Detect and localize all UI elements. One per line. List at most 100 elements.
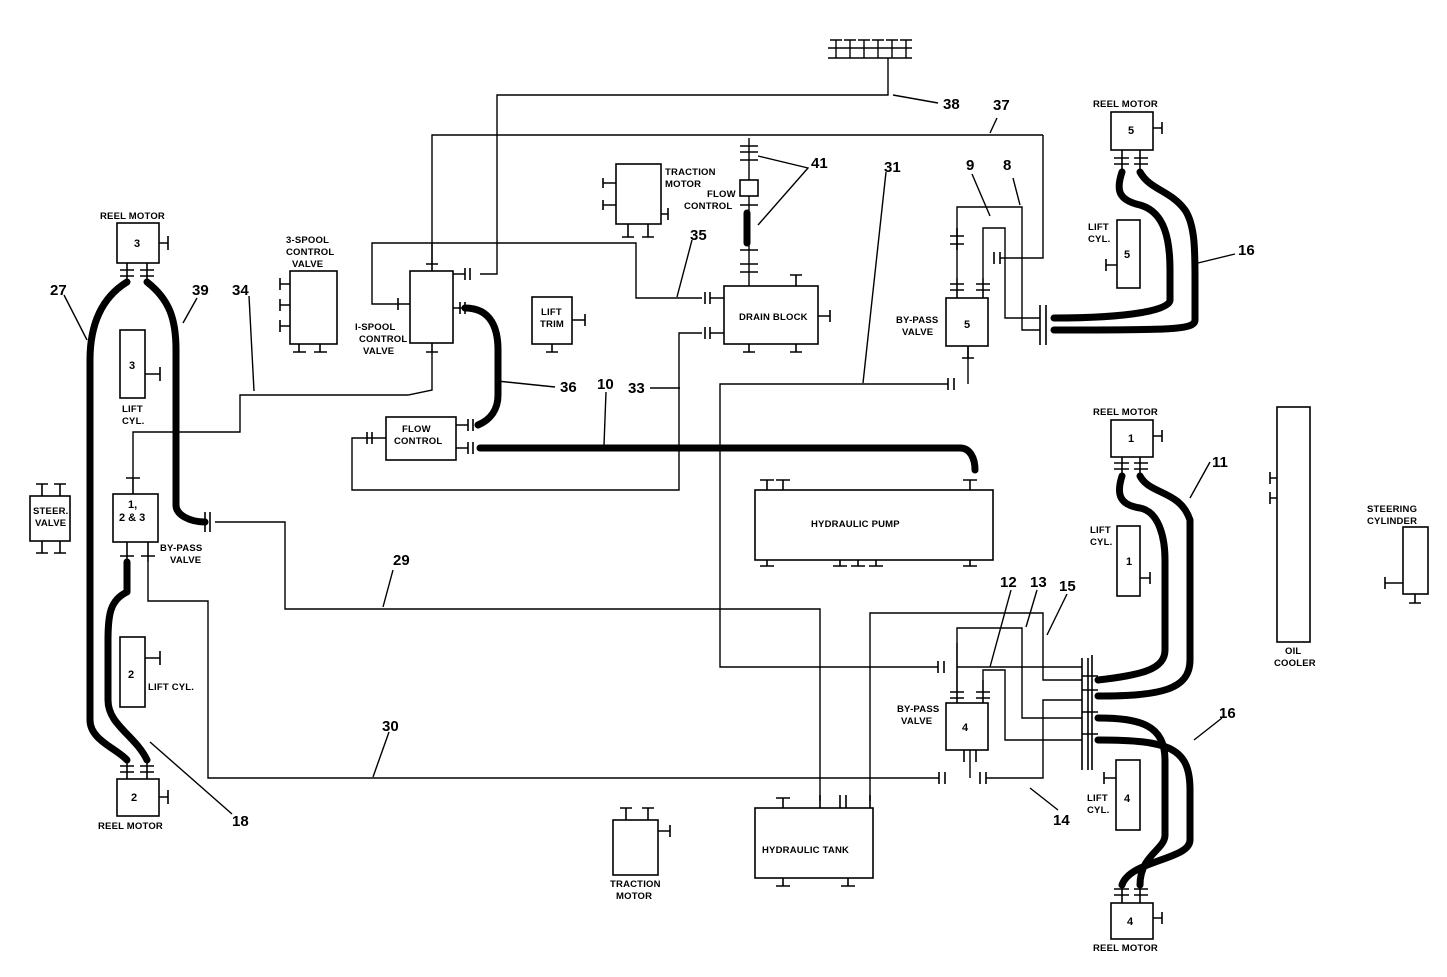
steering-cylinder bbox=[1384, 526, 1429, 604]
callout-11: 11 bbox=[1212, 454, 1228, 471]
three-spool-control-valve bbox=[279, 270, 338, 353]
callout-37: 37 bbox=[993, 97, 1010, 114]
bypass-valve-5-label: BY-PASS bbox=[896, 315, 938, 326]
bypass-valve-4-label: BY-PASS bbox=[897, 704, 939, 715]
callout-12: 12 bbox=[1000, 574, 1017, 591]
lift-cylinder-3 bbox=[119, 329, 161, 399]
bypass-valve-5 bbox=[945, 228, 990, 390]
oil-cooler bbox=[1269, 406, 1311, 643]
traction-motor-top bbox=[602, 163, 669, 238]
bypass-valve-1-2-3-number: 1, bbox=[128, 499, 137, 511]
lift-cylinder-2-number: 2 bbox=[128, 669, 134, 681]
hydraulic-tank bbox=[754, 795, 874, 887]
bypass-5-manifold bbox=[993, 252, 1047, 345]
callout-13: 13 bbox=[1030, 574, 1047, 591]
bypass-valve-5-label-2: VALVE bbox=[902, 327, 933, 338]
callout-18: 18 bbox=[232, 813, 249, 830]
lift-cylinder-1-number: 1 bbox=[1126, 556, 1132, 568]
bypass-valve-1-2-3 bbox=[112, 477, 159, 562]
callout-10: 10 bbox=[597, 376, 614, 393]
lift-cylinder-1-label-2: CYL. bbox=[1090, 537, 1112, 548]
steering-valve-label-2: VALVE bbox=[35, 518, 66, 529]
traction-motor-bottom-label: TRACTION bbox=[610, 879, 661, 890]
one-spool-label: I-SPOOL bbox=[355, 322, 395, 333]
lift-cylinder-4-label: LIFT bbox=[1087, 793, 1108, 804]
three-spool-label: 3-SPOOL bbox=[286, 235, 329, 246]
lift-trim-label-2: TRIM bbox=[540, 319, 564, 330]
reel-motor-1-label: REEL MOTOR bbox=[1093, 407, 1158, 418]
one-spool-label-2: CONTROL bbox=[359, 334, 407, 345]
flow-control-label: FLOW bbox=[402, 424, 431, 435]
drain-block bbox=[704, 274, 831, 353]
traction-motor-bottom-label-2: MOTOR bbox=[616, 891, 652, 902]
lift-cylinder-4-number: 4 bbox=[1124, 793, 1131, 805]
flow-control-41-label-2: CONTROL bbox=[684, 201, 732, 212]
lift-cylinder-4-label-2: CYL. bbox=[1087, 805, 1109, 816]
steering-valve-label: STEER. bbox=[33, 506, 69, 517]
callout-38: 38 bbox=[943, 96, 960, 113]
callout-29: 29 bbox=[393, 552, 410, 569]
lift-cylinder-5-label-2: CYL. bbox=[1088, 234, 1110, 245]
callout-31: 31 bbox=[884, 159, 901, 176]
callout-39: 39 bbox=[192, 282, 209, 299]
callout-35: 35 bbox=[690, 227, 707, 244]
callout-14: 14 bbox=[1053, 812, 1070, 829]
bypass-valve-4 bbox=[937, 643, 990, 762]
reel-motor-5 bbox=[1110, 111, 1163, 172]
bypass-valve-5-number: 5 bbox=[964, 319, 970, 331]
steering-valve bbox=[29, 483, 71, 554]
reel-motor-1-number: 1 bbox=[1128, 433, 1134, 445]
steering-cylinder-label: STEERING bbox=[1367, 504, 1417, 515]
reel-motor-5-label: REEL MOTOR bbox=[1093, 99, 1158, 110]
hydraulic-pump-label: HYDRAULIC PUMP bbox=[811, 519, 900, 530]
oil-cooler-label: OIL bbox=[1285, 646, 1301, 657]
bypass-valve-1-2-3-label: BY-PASS bbox=[160, 543, 202, 554]
callout-16-bottom: 16 bbox=[1219, 705, 1236, 722]
reel-motor-4 bbox=[1110, 885, 1163, 940]
callout-36: 36 bbox=[560, 379, 577, 396]
reel-motor-2-number: 2 bbox=[131, 792, 137, 804]
one-spool-control-valve bbox=[397, 263, 471, 353]
one-spool-label-3: VALVE bbox=[363, 346, 394, 357]
lift-trim bbox=[531, 296, 586, 353]
callout-34: 34 bbox=[232, 282, 249, 299]
bypass-123-fitting bbox=[204, 512, 211, 532]
flow-control bbox=[366, 416, 474, 461]
lift-cylinder-3-number: 3 bbox=[129, 360, 135, 372]
three-spool-label-2: CONTROL bbox=[286, 247, 334, 258]
bypass-valve-1-2-3-number-2: 2 & 3 bbox=[119, 512, 145, 524]
reel-motor-1 bbox=[1110, 419, 1163, 476]
callout-30: 30 bbox=[382, 718, 399, 735]
bypass-valve-1-2-3-label-2: VALVE bbox=[170, 555, 201, 566]
lift-cylinder-5 bbox=[1105, 219, 1141, 289]
flow-control-label-2: CONTROL bbox=[394, 436, 442, 447]
reel-motor-3 bbox=[116, 222, 169, 282]
bypass-valve-4-number: 4 bbox=[962, 722, 969, 734]
callout-27: 27 bbox=[50, 282, 67, 299]
bypass-4-manifold bbox=[938, 655, 1098, 784]
reel-motor-2-label: REEL MOTOR bbox=[98, 821, 163, 832]
callouts: 38 37 41 31 9 8 16 27 39 34 35 36 10 33 … bbox=[50, 96, 1255, 830]
lift-trim-label: LIFT bbox=[541, 307, 562, 318]
reel-motor-3-label: REEL MOTOR bbox=[100, 211, 165, 222]
callout-41: 41 bbox=[811, 155, 828, 172]
hydraulic-tank-label: HYDRAULIC TANK bbox=[762, 845, 849, 856]
hoses bbox=[86, 168, 1199, 889]
reel-motor-2 bbox=[116, 760, 169, 817]
hydraulic-pump bbox=[754, 479, 994, 567]
callout-33: 33 bbox=[628, 380, 645, 397]
oil-cooler-label-2: COOLER bbox=[1274, 658, 1316, 669]
bypass-valve-4-label-2: VALVE bbox=[901, 716, 932, 727]
flow-control-41 bbox=[739, 145, 759, 273]
lift-cylinder-3-label-2: CYL. bbox=[122, 416, 144, 427]
lift-cylinder-5-label: LIFT bbox=[1088, 222, 1109, 233]
lift-cylinder-4 bbox=[1103, 759, 1141, 831]
flow-control-41-label: FLOW bbox=[707, 189, 736, 200]
callout-8: 8 bbox=[1003, 157, 1011, 174]
thin-lines bbox=[63, 39, 1236, 815]
three-spool-label-3: VALVE bbox=[292, 259, 323, 270]
lift-cylinder-5-number: 5 bbox=[1124, 249, 1130, 261]
drain-block-label: DRAIN BLOCK bbox=[739, 312, 808, 323]
lift-cylinder-1 bbox=[1116, 525, 1151, 597]
